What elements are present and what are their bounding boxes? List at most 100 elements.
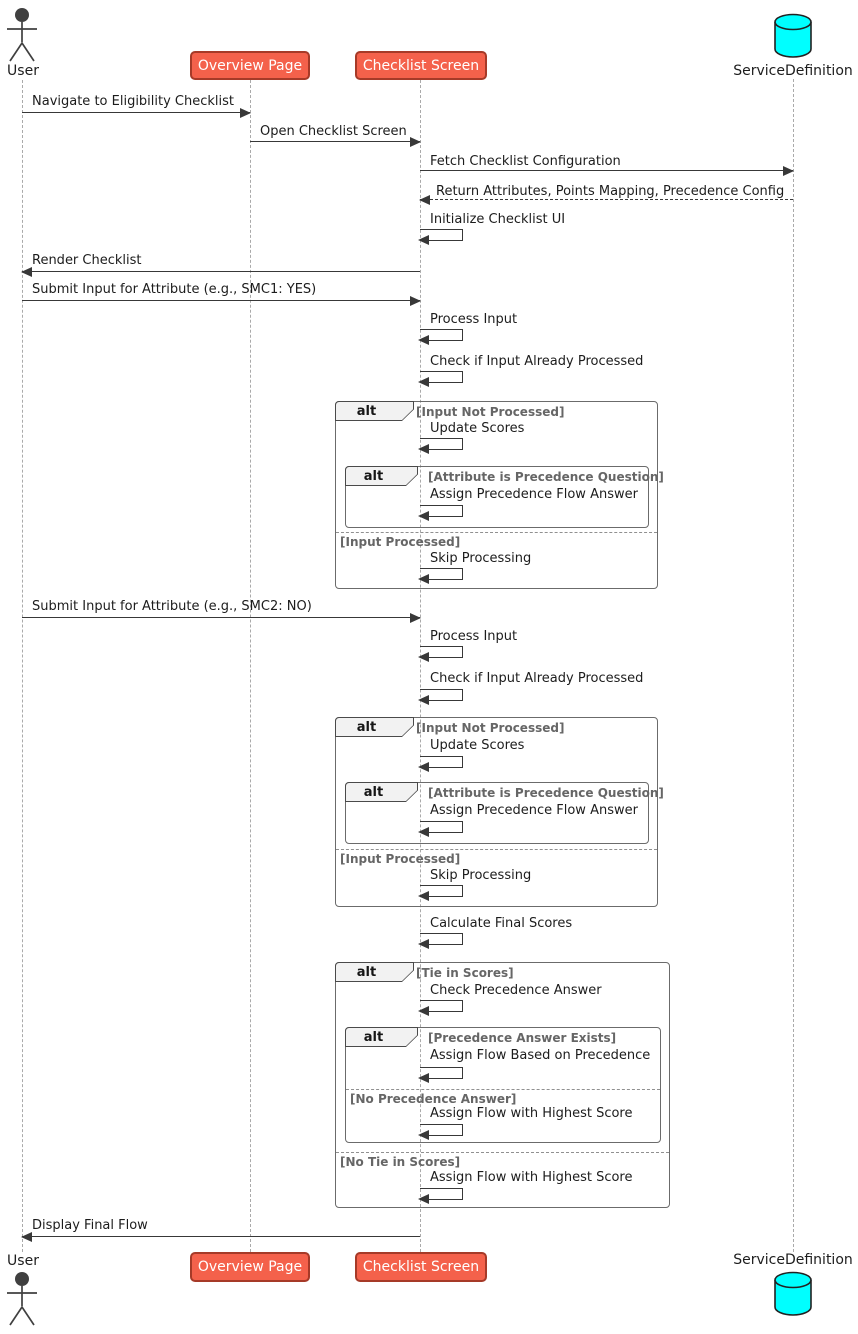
message-arrow: [250, 137, 421, 147]
actor-label-user-bottom: User: [7, 1253, 39, 1269]
participant-checklist-screen-top: Checklist Screen: [355, 51, 487, 80]
arrowhead-left-icon: [418, 511, 429, 521]
participant-overview-page-bottom: Overview Page: [190, 1252, 310, 1282]
database-label-bottom: ServiceDefinition: [733, 1252, 853, 1268]
alt-operator-tab: alt: [345, 1027, 418, 1047]
alt-fragment-precedence-question-1: alt [Attribute is Precedence Question]: [345, 466, 664, 528]
message-label: Render Checklist: [32, 253, 142, 268]
alt-else-guard: [No Precedence Answer]: [350, 1092, 517, 1106]
arrowhead-right-icon: [410, 137, 421, 147]
self-message-arrow: [418, 646, 463, 662]
message-label: Return Attributes, Points Mapping, Prece…: [436, 184, 785, 199]
alt-operator-tab: alt: [345, 466, 418, 486]
alt-guard: [Input Not Processed]: [416, 405, 565, 419]
message-label: Update Scores: [430, 421, 525, 436]
alt-fragment-tie-in-scores: alt [Tie in Scores] [No Tie in Scores]: [335, 962, 670, 1208]
alt-fragment-precedence-answer: alt [Precedence Answer Exists] [No Prece…: [345, 1027, 661, 1143]
alt-operator-tab: alt: [335, 717, 414, 737]
alt-else-divider: [336, 849, 657, 850]
self-message-arrow: [418, 229, 463, 245]
alt-guard: [Tie in Scores]: [416, 966, 514, 980]
self-message-arrow: [418, 885, 463, 901]
message-label: Skip Processing: [430, 551, 532, 566]
alt-operator-label: alt: [336, 402, 413, 420]
message-label: Assign Precedence Flow Answer: [430, 803, 638, 818]
self-message-arrow: [418, 1067, 463, 1083]
message-label: Submit Input for Attribute (e.g., SMC1: …: [32, 282, 317, 297]
lifeline-user: [22, 80, 23, 1252]
alt-operator-tab: alt: [335, 401, 414, 421]
alt-fragment-precedence-question-2: alt [Attribute is Precedence Question]: [345, 782, 664, 844]
participant-overview-page-top: Overview Page: [190, 51, 310, 80]
alt-guard: [Precedence Answer Exists]: [428, 1031, 617, 1045]
self-message-arrow: [418, 1124, 463, 1140]
alt-operator-tab: alt: [345, 782, 418, 802]
message-arrow: [22, 613, 421, 623]
self-message-arrow: [418, 821, 463, 837]
alt-else-divider: [346, 1089, 660, 1090]
alt-fragment-input-processing-2: alt [Input Not Processed] [Input Process…: [335, 717, 658, 907]
self-message-arrow: [418, 756, 463, 772]
alt-fragment-input-processing-1: alt [Input Not Processed] [Input Process…: [335, 401, 658, 589]
arrowhead-right-icon: [410, 296, 421, 306]
actor-label-user-top: User: [7, 63, 39, 79]
message-label: Check if Input Already Processed: [430, 354, 644, 369]
database-icon-bottom: [774, 1271, 812, 1316]
user-actor-icon: [7, 1272, 37, 1326]
message-label: Update Scores: [430, 738, 525, 753]
participant-checklist-screen-bottom: Checklist Screen: [355, 1252, 487, 1282]
lifeline-servicedefinition: [793, 79, 794, 1252]
arrowhead-left-icon: [418, 695, 429, 705]
alt-operator-tab: alt: [335, 962, 414, 982]
arrowhead-left-icon: [418, 1130, 429, 1140]
arrowhead-right-icon: [410, 613, 421, 623]
self-message-arrow: [418, 933, 463, 949]
alt-operator-label: alt: [346, 783, 417, 801]
message-label: Check if Input Already Processed: [430, 671, 644, 686]
message-arrow: [21, 1232, 420, 1242]
arrowhead-left-icon: [418, 444, 429, 454]
arrowhead-left-icon: [418, 1194, 429, 1204]
arrowhead-left-icon: [418, 235, 429, 245]
arrowhead-left-icon: [21, 267, 32, 277]
alt-else-guard: [Input Processed]: [340, 535, 461, 549]
self-message-arrow: [418, 438, 463, 454]
message-label: Initialize Checklist UI: [430, 212, 566, 227]
message-label: Submit Input for Attribute (e.g., SMC2: …: [32, 599, 312, 614]
alt-else-divider: [336, 1152, 669, 1153]
arrowhead-left-icon: [21, 1232, 32, 1242]
alt-else-divider: [336, 532, 657, 533]
arrowhead-right-icon: [783, 166, 794, 176]
message-arrow: [22, 108, 251, 118]
alt-operator-label: alt: [346, 1028, 417, 1046]
alt-guard: [Attribute is Precedence Question]: [428, 786, 664, 800]
message-label: Assign Precedence Flow Answer: [430, 487, 638, 502]
message-label: Assign Flow with Highest Score: [430, 1170, 633, 1185]
alt-else-guard: [Input Processed]: [340, 852, 461, 866]
arrowhead-left-icon: [418, 762, 429, 772]
self-message-arrow: [418, 1188, 463, 1204]
message-label: Assign Flow with Highest Score: [430, 1106, 633, 1121]
arrowhead-left-icon: [418, 827, 429, 837]
message-label: Display Final Flow: [32, 1218, 148, 1233]
message-label: Open Checklist Screen: [260, 124, 407, 139]
user-actor-icon: [7, 8, 37, 62]
self-message-arrow: [418, 329, 463, 345]
message-label: Process Input: [430, 312, 518, 327]
message-label: Calculate Final Scores: [430, 916, 573, 931]
lifeline-checklist-screen: [420, 80, 421, 1252]
message-arrow: [21, 267, 420, 277]
database-label-top: ServiceDefinition: [733, 63, 853, 79]
self-message-arrow: [418, 1000, 463, 1016]
self-message-arrow: [418, 371, 463, 387]
alt-else-guard: [No Tie in Scores]: [340, 1155, 461, 1169]
database-icon-top: [774, 13, 812, 58]
alt-guard: [Input Not Processed]: [416, 721, 565, 735]
alt-operator-label: alt: [336, 963, 413, 981]
arrowhead-right-icon: [240, 108, 251, 118]
message-arrow: [420, 166, 794, 176]
arrowhead-left-icon: [418, 377, 429, 387]
arrowhead-left-icon: [418, 939, 429, 949]
self-message-arrow: [418, 689, 463, 705]
